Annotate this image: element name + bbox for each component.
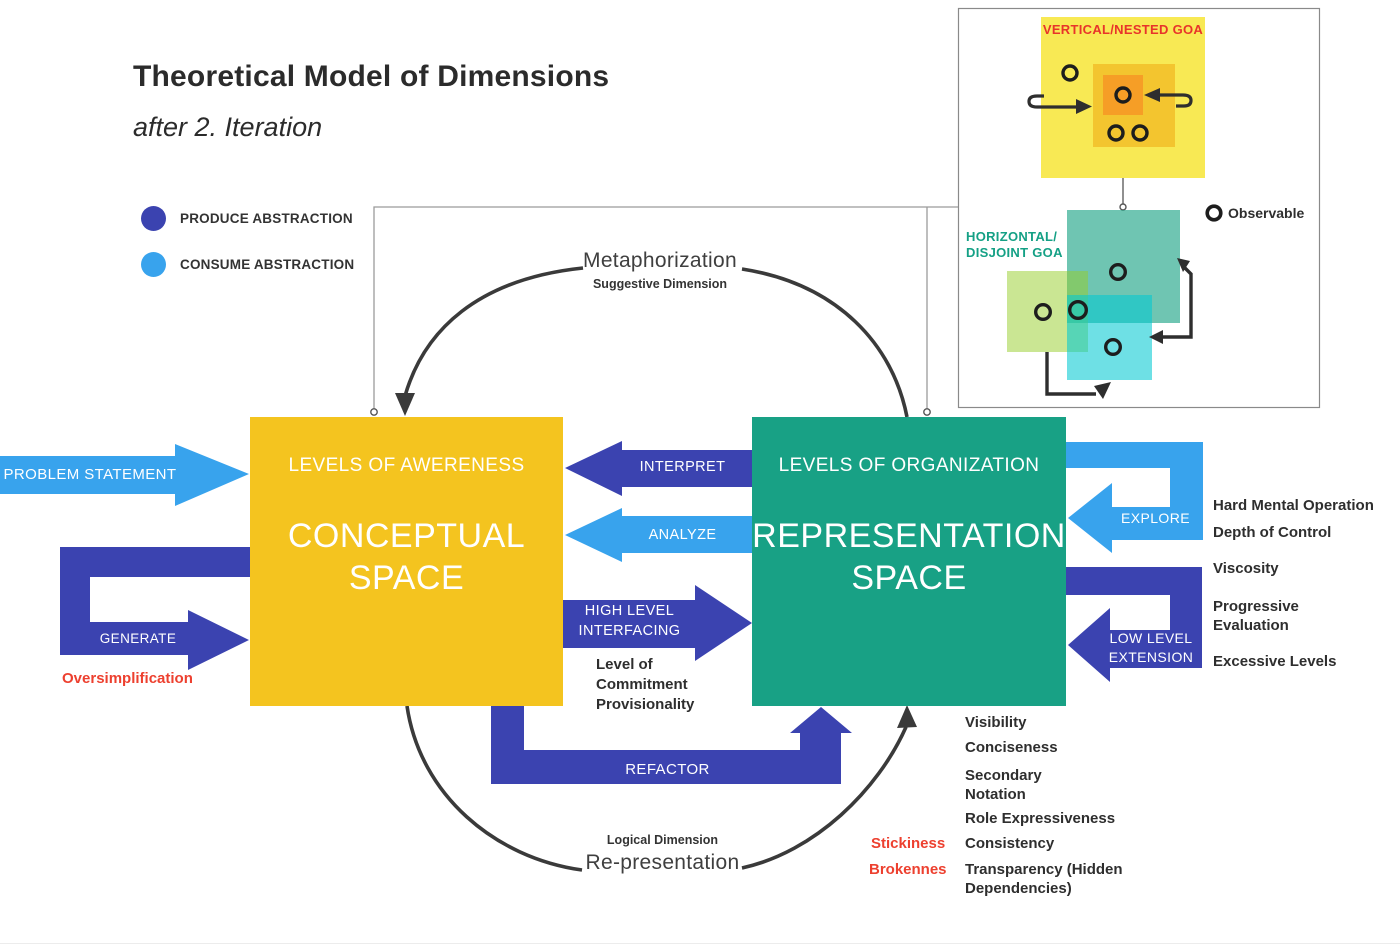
dimension-item: Conciseness bbox=[965, 739, 1058, 756]
logical-dimension-label: Logical Dimension bbox=[606, 833, 719, 847]
metaphorization-arrowhead-icon bbox=[395, 393, 415, 416]
nested-goa-inner-square bbox=[1103, 75, 1143, 115]
representation-space-name: REPRESENTATION SPACE bbox=[752, 517, 1066, 597]
high-level-interfacing-arrow bbox=[563, 585, 752, 661]
vertical-nested-goa-title: VERTICAL/NESTED GOA bbox=[1042, 22, 1204, 37]
stickiness-note: Stickiness bbox=[871, 835, 946, 852]
disjoint-goa-bottom-elbow-arrow bbox=[1045, 352, 1096, 396]
dimension-item: Role Expressiveness bbox=[965, 810, 1116, 827]
dimension-item: Depth of Control bbox=[1213, 524, 1332, 541]
interpret-arrow bbox=[565, 441, 752, 496]
observable-icon bbox=[1131, 124, 1149, 142]
suggestive-dimension-label: Suggestive Dimension bbox=[592, 277, 728, 291]
dimension-item: Hard Mental Operation bbox=[1213, 497, 1374, 514]
dimension-item: Progressive Evaluation bbox=[1213, 598, 1299, 634]
disjoint-goa-cyan-square bbox=[1067, 295, 1152, 380]
consume-abstraction-dot-icon bbox=[141, 252, 166, 277]
arrowhead-icon bbox=[1149, 330, 1163, 344]
arrowhead-icon bbox=[1177, 258, 1190, 272]
explore-arrow bbox=[1066, 442, 1203, 553]
metaphorization-curve-right bbox=[741, 267, 909, 418]
conceptual-space-name: CONCEPTUAL SPACE bbox=[287, 517, 526, 597]
page-subtitle: after 2. Iteration bbox=[133, 112, 323, 142]
generate-label: GENERATE bbox=[99, 631, 177, 646]
observable-icon bbox=[1103, 338, 1122, 357]
analyze-label: ANALYZE bbox=[648, 527, 717, 543]
connector-endpoint-left bbox=[370, 408, 378, 416]
disjoint-goa-right-elbow-arrow bbox=[1161, 265, 1193, 339]
produce-abstraction-dot-icon bbox=[141, 206, 166, 231]
observable-icon bbox=[1067, 300, 1088, 321]
metaphorization-curve-left bbox=[403, 266, 584, 397]
re-presentation-label: Re-presentation bbox=[585, 851, 740, 874]
dimension-item: Viscosity bbox=[1213, 560, 1279, 577]
observable-icon bbox=[1061, 64, 1079, 82]
page-title: Theoretical Model of Dimensions bbox=[133, 60, 610, 93]
low-level-extension-label: LOW LEVEL EXTENSION bbox=[1108, 630, 1194, 665]
low-level-extension-arrow bbox=[1066, 567, 1202, 682]
observable-legend-label: Observable bbox=[1228, 205, 1305, 221]
goa-link-endpoint bbox=[1119, 203, 1127, 211]
observable-icon bbox=[1114, 86, 1132, 104]
brokennes-note: Brokennes bbox=[869, 861, 947, 878]
conceptual-space-box: LEVELS OF AWERENESS CONCEPTUAL SPACE bbox=[250, 417, 563, 706]
arrowhead-icon bbox=[1076, 99, 1092, 114]
nested-goa-left-hook-arrow bbox=[1027, 94, 1076, 109]
observable-legend-icon bbox=[1205, 204, 1223, 222]
observable-icon bbox=[1107, 124, 1125, 142]
excessive-levels-note: Excessive Levels bbox=[1213, 653, 1337, 670]
legend-produce-label: PRODUCE ABSTRACTION bbox=[180, 211, 353, 226]
observable-icon bbox=[1108, 263, 1127, 282]
representation-space-header: LEVELS OF ORGANIZATION bbox=[778, 455, 1040, 476]
interpret-label: INTERPRET bbox=[639, 459, 726, 475]
dimension-item: Visibility bbox=[965, 714, 1027, 731]
representation-curve-right bbox=[741, 726, 908, 870]
horizontal-disjoint-goa-title: HORIZONTAL/ DISJOINT GOA bbox=[966, 229, 1063, 260]
metaphorization-label: Metaphorization bbox=[583, 249, 737, 272]
high-level-interfacing-label: HIGH LEVEL INTERFACING bbox=[578, 603, 681, 639]
refactor-arrow bbox=[491, 704, 852, 784]
oversimplification-note: Oversimplification bbox=[62, 670, 193, 687]
dimension-item: Secondary Notation bbox=[965, 767, 1042, 803]
representation-curve-left bbox=[405, 705, 583, 872]
dimension-item: Consistency bbox=[965, 835, 1055, 852]
arrowhead-icon bbox=[1144, 88, 1160, 102]
explore-label: EXPLORE bbox=[1121, 510, 1190, 526]
generate-arrow bbox=[60, 547, 250, 670]
analyze-arrow bbox=[565, 508, 752, 562]
dimension-item: Transparency (Hidden Dependencies) bbox=[965, 861, 1123, 897]
nested-goa-right-hook-arrow bbox=[1160, 93, 1193, 108]
representation-space-box: LEVELS OF ORGANIZATION REPRESENTATION SP… bbox=[752, 417, 1066, 706]
conceptual-space-header: LEVELS OF AWERENESS bbox=[288, 455, 525, 476]
legend-consume-label: CONSUME ABSTRACTION bbox=[180, 257, 355, 272]
refactor-label: REFACTOR bbox=[625, 761, 710, 778]
inset-connector-line bbox=[373, 206, 958, 410]
representation-arrowhead-icon bbox=[897, 705, 917, 728]
observable-icon bbox=[1033, 303, 1052, 322]
commitment-provisionality-note: Level of Commitment Provisionality bbox=[596, 656, 695, 713]
arrowhead-icon bbox=[1094, 382, 1111, 399]
connector-endpoint-right bbox=[923, 408, 931, 416]
problem-statement-label: PROBLEM STATEMENT bbox=[3, 466, 177, 483]
problem-statement-arrow bbox=[0, 444, 249, 506]
